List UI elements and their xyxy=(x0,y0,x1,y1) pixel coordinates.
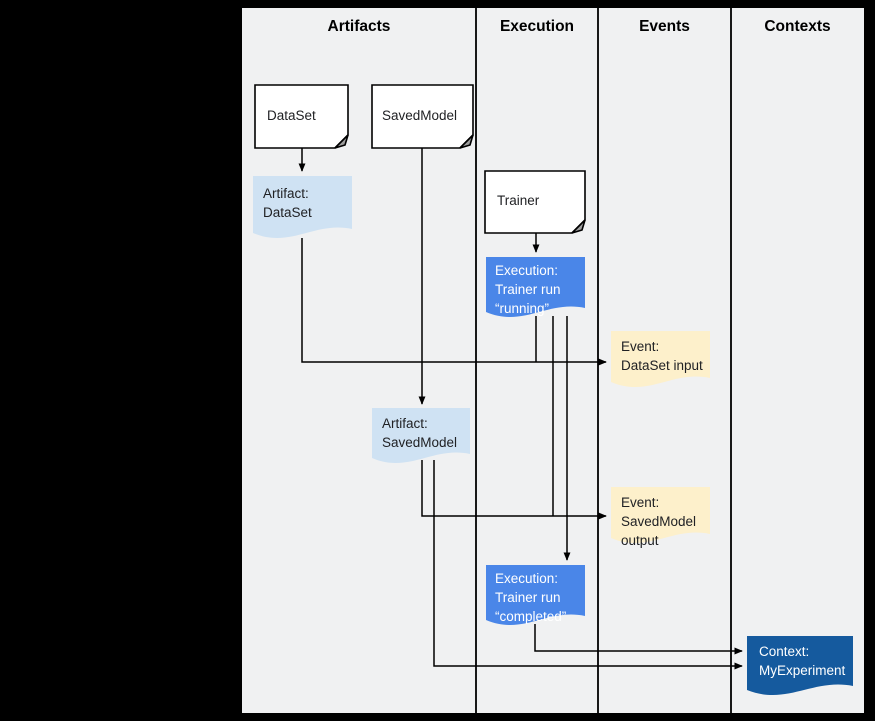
folded-corner-icon xyxy=(334,134,349,149)
node-artifact-dataset-label: Artifact: DataSet xyxy=(263,186,312,220)
node-artifact-savedmodel xyxy=(372,408,470,464)
edge-artifact-savedmodel-to-event-output xyxy=(421,460,607,520)
connectors xyxy=(298,148,743,670)
node-execution-running xyxy=(486,257,585,318)
edge-execution-completed-to-context xyxy=(534,624,743,655)
node-dataset-label: DataSet xyxy=(267,107,316,123)
node-context-myexperiment xyxy=(747,636,853,696)
node-event-savedmodel-output-label: Event: SavedModel output xyxy=(621,495,697,548)
folded-corner-icon xyxy=(571,219,586,234)
edge-artifact-savedmodel-to-context xyxy=(433,460,743,670)
metadata-nodes xyxy=(253,176,853,696)
edge-artifact-dataset-to-event-input xyxy=(301,238,607,366)
column-header-events: Events xyxy=(639,18,690,35)
column-dividers xyxy=(475,8,732,713)
node-artifact-savedmodel-label: Artifact: SavedModel xyxy=(382,416,458,450)
node-savedmodel-label: SavedModel xyxy=(382,107,458,123)
node-trainer-label: Trainer xyxy=(497,193,540,208)
node-event-savedmodel-output xyxy=(611,487,710,544)
column-header-artifacts: Artifacts xyxy=(327,18,391,35)
source-nodes xyxy=(254,84,586,234)
node-execution-running-label: Execution: Trainer run “running” xyxy=(495,263,561,316)
folded-corner-icon xyxy=(459,134,474,149)
column-header-contexts: Contexts xyxy=(764,18,831,35)
node-execution-completed-label: Execution: Trainer run “completed” xyxy=(495,571,567,624)
node-context-myexperiment-label: Context: MyExperiment xyxy=(759,644,846,678)
node-event-dataset-input-label: Event: DataSet input xyxy=(621,339,703,373)
column-header-execution: Execution xyxy=(499,18,575,35)
node-execution-completed xyxy=(486,565,585,626)
node-event-dataset-input xyxy=(611,331,710,388)
node-artifact-dataset xyxy=(253,176,352,239)
